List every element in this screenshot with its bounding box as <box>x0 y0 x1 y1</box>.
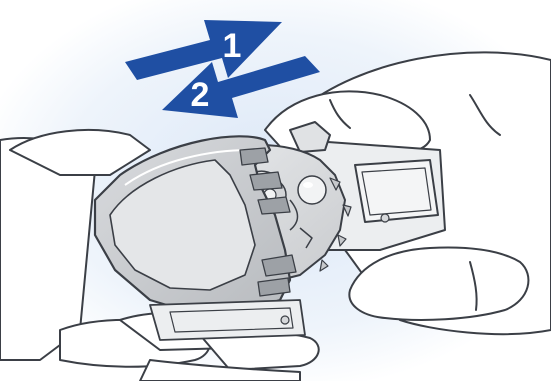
bottom-tray <box>150 300 305 340</box>
step-2-label: 2 <box>191 76 210 114</box>
step-1-label: 1 <box>223 27 242 65</box>
